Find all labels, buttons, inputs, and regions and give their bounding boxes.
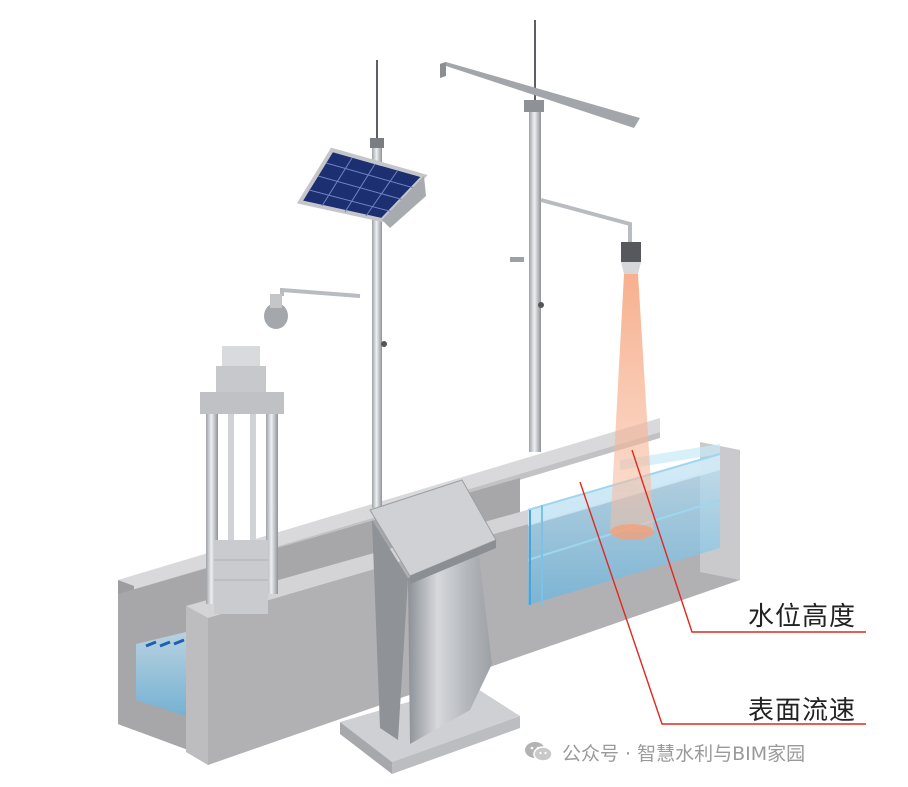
- sluice-gate: [200, 346, 284, 614]
- surface-velocity-callout-line: [579, 481, 866, 725]
- solar-camera-pole: [264, 60, 428, 508]
- water-level-label: 水位高度: [748, 602, 857, 632]
- callout-lines: [579, 449, 866, 725]
- water-level-callout-line: [631, 449, 866, 633]
- control-kiosk: [340, 479, 520, 774]
- radar-beam: [610, 274, 654, 532]
- wechat-icon: [525, 742, 553, 762]
- watermark-text: 公众号 · 智慧水利与BIM家园: [562, 742, 806, 765]
- radar-velocity-sensor: [621, 242, 641, 262]
- front-wall-face: [186, 606, 208, 765]
- left-water-pool: [136, 632, 186, 716]
- watermark: 公众号 · 智慧水利与BIM家园: [524, 737, 805, 767]
- flow-arrows: [145, 638, 185, 648]
- surface-velocity-label: 表面流速: [748, 696, 857, 726]
- radar-sensor-pole: [440, 20, 654, 540]
- dome-camera: [264, 303, 288, 329]
